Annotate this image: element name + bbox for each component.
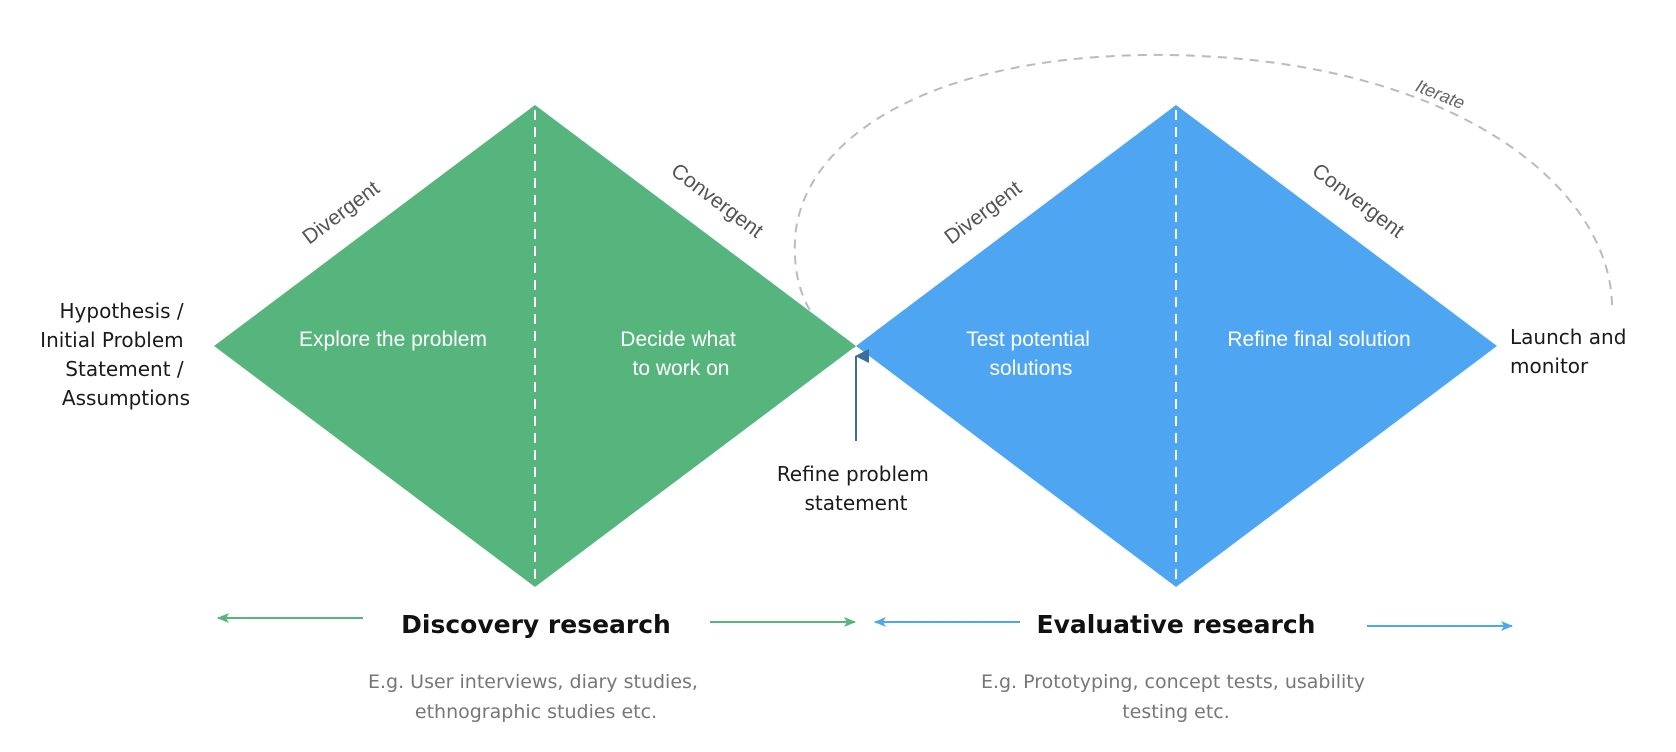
- refine-problem-label: Refine problem statement: [777, 462, 935, 515]
- refine-solution-label: Refine final solution: [1227, 328, 1410, 351]
- start-label: Hypothesis / Initial Problem Statement /…: [40, 299, 190, 410]
- discovery-diamond: [214, 105, 856, 587]
- test-solutions-label: Test potential solutions: [966, 328, 1096, 380]
- explore-problem-label: Explore the problem: [299, 328, 487, 351]
- discovery-research-title: Discovery research: [401, 610, 671, 639]
- evaluative-research-title: Evaluative research: [1037, 610, 1316, 639]
- end-label: Launch and monitor: [1510, 325, 1633, 378]
- evaluative-diamond: [856, 105, 1497, 587]
- decide-what-label: Decide what to work on: [620, 328, 741, 380]
- iterate-loop: [793, 53, 1613, 349]
- evaluative-examples: E.g. Prototyping, concept tests, usabili…: [981, 671, 1371, 723]
- discovery-examples: E.g. User interviews, diary studies, eth…: [368, 671, 704, 723]
